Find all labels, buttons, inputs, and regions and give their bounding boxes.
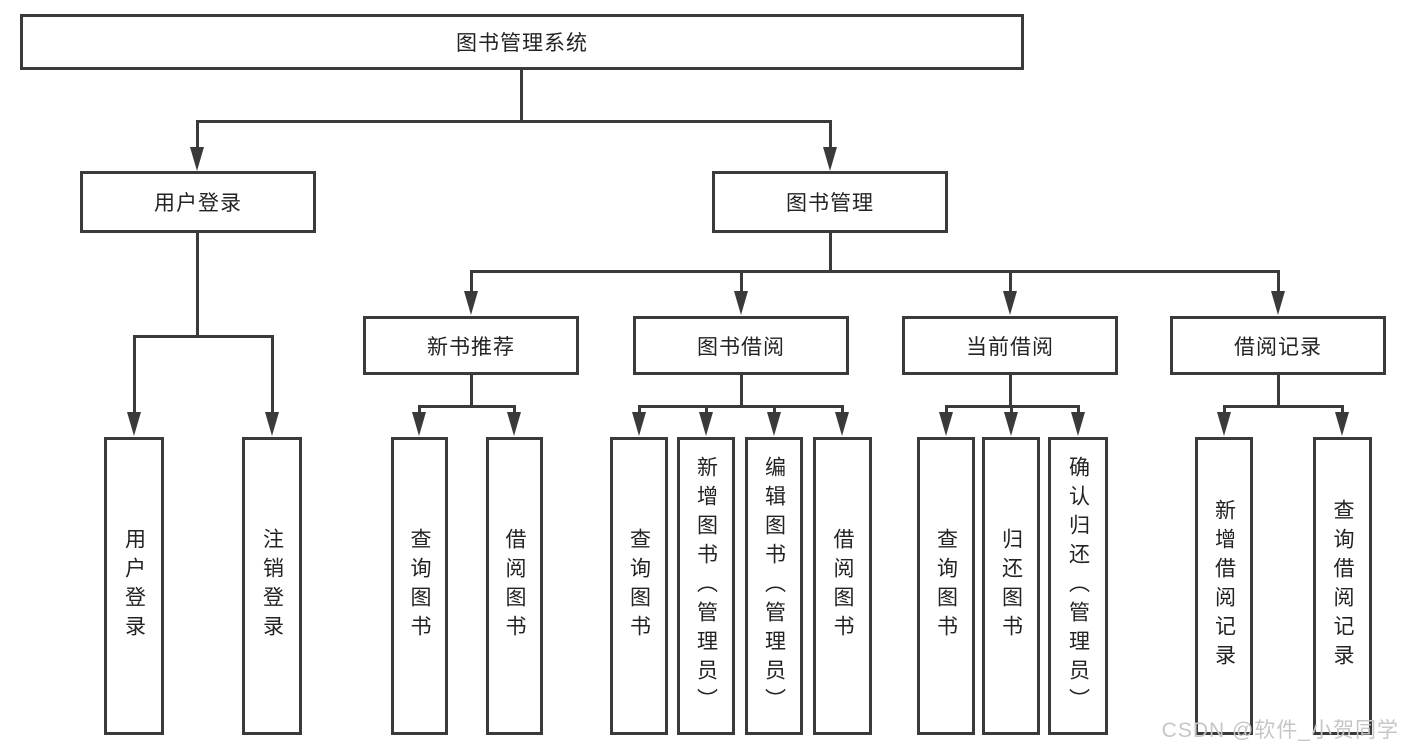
arrow-cb-leaf1 — [939, 412, 953, 436]
node-root: 图书管理系统 — [20, 14, 1024, 70]
connector-to-new-book — [470, 270, 473, 293]
connector-book-borrow-bus — [638, 405, 844, 408]
connector-book-borrow-stem — [740, 375, 743, 407]
connector-book-mgmt-stem — [829, 233, 832, 272]
arrow-nb-leaf2 — [507, 412, 521, 436]
connector-new-book-stem — [470, 375, 473, 407]
connector-to-leaf-logout — [271, 335, 274, 413]
leaf-borrow-books-2: 借阅图书 — [813, 437, 872, 735]
node-borrow-records: 借阅记录 — [1170, 316, 1386, 375]
leaf-borrow-books-2-label: 借阅图书 — [831, 528, 854, 644]
leaf-return-book: 归还图书 — [982, 437, 1040, 735]
node-user-login-label: 用户登录 — [154, 192, 242, 215]
leaf-query-books-3: 查询图书 — [917, 437, 975, 735]
leaf-edit-book-admin-label: 编辑图书（管理员） — [762, 455, 786, 717]
node-current-borrow: 当前借阅 — [902, 316, 1118, 375]
leaf-user-login-label: 用户登录 — [122, 528, 146, 644]
connector-br-leaf2 — [1341, 405, 1344, 415]
connector-cb-leaf3 — [1077, 405, 1080, 415]
leaf-query-borrow-record: 查询借阅记录 — [1313, 437, 1372, 735]
arrow-br-leaf2 — [1335, 412, 1349, 436]
leaf-query-books-3-label: 查询图书 — [934, 528, 958, 644]
arrow-cb-leaf3 — [1071, 412, 1085, 436]
connector-nb-leaf2 — [513, 405, 516, 415]
connector-to-book-mgmt — [829, 120, 832, 149]
node-book-management-label: 图书管理 — [786, 192, 874, 215]
arrow-bb-leaf2 — [699, 412, 713, 436]
arrow-to-book-borrow — [734, 291, 748, 315]
connector-root-bus — [196, 120, 832, 123]
leaf-add-borrow-record: 新增借阅记录 — [1195, 437, 1253, 735]
connector-to-user-login — [196, 120, 199, 149]
arrow-to-new-book — [464, 291, 478, 315]
connector-bb-leaf3 — [773, 405, 776, 415]
node-current-borrow-label: 当前借阅 — [966, 335, 1054, 359]
node-book-management: 图书管理 — [712, 171, 948, 233]
leaf-query-books-1-label: 查询图书 — [408, 528, 431, 644]
leaf-confirm-return-admin-label: 确认归还（管理员） — [1066, 455, 1090, 717]
node-new-book-recommend-label: 新书推荐 — [427, 335, 515, 359]
leaf-borrow-books-1: 借阅图书 — [486, 437, 543, 735]
leaf-query-books-2: 查询图书 — [610, 437, 668, 735]
leaf-confirm-return-admin: 确认归还（管理员） — [1048, 437, 1108, 735]
node-new-book-recommend: 新书推荐 — [363, 316, 579, 375]
connector-bb-leaf4 — [841, 405, 844, 415]
arrow-to-borrow-records — [1271, 291, 1285, 315]
connector-borrow-records-bus — [1223, 405, 1343, 408]
connector-bb-leaf2 — [705, 405, 708, 415]
connector-to-borrow-records — [1277, 270, 1280, 293]
connector-borrow-records-stem — [1277, 375, 1280, 407]
arrow-br-leaf1 — [1217, 412, 1231, 436]
connector-to-leaf-login — [133, 335, 136, 413]
arrow-to-leaf-login — [127, 412, 141, 436]
connector-nb-leaf1 — [418, 405, 421, 415]
node-root-label: 图书管理系统 — [456, 32, 588, 55]
leaf-add-book-admin-label: 新增图书（管理员） — [694, 455, 718, 717]
connector-user-login-bus — [133, 335, 273, 338]
arrow-to-leaf-logout — [265, 412, 279, 436]
arrow-bb-leaf4 — [835, 412, 849, 436]
node-borrow-records-label: 借阅记录 — [1234, 335, 1322, 359]
connector-to-current-borrow — [1009, 270, 1012, 293]
connector-to-book-borrow — [740, 270, 743, 293]
leaf-edit-book-admin: 编辑图书（管理员） — [745, 437, 803, 735]
leaf-add-book-admin: 新增图书（管理员） — [677, 437, 735, 735]
arrow-to-book-mgmt — [823, 147, 837, 171]
connector-cb-leaf2 — [1010, 405, 1013, 415]
leaf-query-books-1: 查询图书 — [391, 437, 448, 735]
leaf-query-borrow-record-label: 查询借阅记录 — [1331, 499, 1354, 673]
leaf-user-login: 用户登录 — [104, 437, 164, 735]
leaf-logout: 注销登录 — [242, 437, 302, 735]
leaf-borrow-books-1-label: 借阅图书 — [503, 528, 526, 644]
connector-cb-leaf1 — [945, 405, 948, 415]
arrow-bb-leaf3 — [767, 412, 781, 436]
arrow-to-user-login — [190, 147, 204, 171]
leaf-return-book-label: 归还图书 — [999, 528, 1023, 644]
arrow-to-current-borrow — [1003, 291, 1017, 315]
connector-root-stem — [520, 70, 523, 120]
leaf-logout-label: 注销登录 — [260, 528, 284, 644]
leaf-query-books-2-label: 查询图书 — [627, 528, 651, 644]
connector-current-borrow-stem — [1009, 375, 1012, 407]
node-user-login: 用户登录 — [80, 171, 316, 233]
leaf-add-borrow-record-label: 新增借阅记录 — [1212, 499, 1236, 673]
node-book-borrow: 图书借阅 — [633, 316, 849, 375]
csdn-watermark: CSDN @软件_小贺同学 — [1161, 719, 1399, 742]
arrow-cb-leaf2 — [1004, 412, 1018, 436]
connector-new-book-bus — [418, 405, 516, 408]
node-book-borrow-label: 图书借阅 — [697, 335, 785, 359]
arrow-bb-leaf1 — [632, 412, 646, 436]
connector-br-leaf1 — [1223, 405, 1226, 415]
connector-bb-leaf1 — [638, 405, 641, 415]
arrow-nb-leaf1 — [412, 412, 426, 436]
connector-user-login-stem — [196, 233, 199, 337]
connector-book-mgmt-bus — [470, 270, 1280, 273]
